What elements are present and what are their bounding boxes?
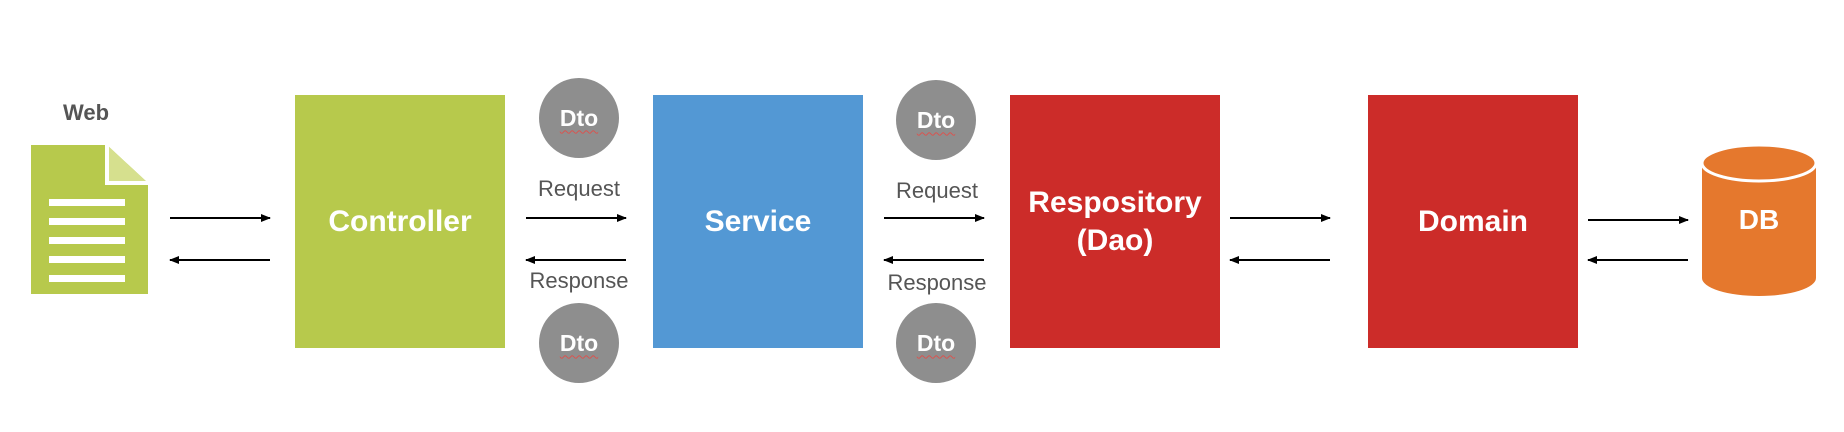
controller-label: Controller: [328, 204, 472, 238]
web-label: Web: [63, 100, 110, 125]
dto-circle-bottom-1: Dto: [539, 303, 619, 383]
dto-label: Dto: [559, 329, 599, 356]
controller-box: Controller: [295, 95, 505, 348]
dto-circle-top-1: Dto: [539, 78, 619, 158]
service-box: Service: [653, 95, 863, 348]
web-document-icon: [31, 145, 148, 294]
dto-label: Dto: [916, 329, 956, 356]
service-label: Service: [704, 204, 812, 238]
domain-label: Domain: [1417, 204, 1528, 238]
repository-box: Respository (Dao): [1010, 95, 1220, 348]
dto-label: Dto: [559, 104, 599, 131]
database-icon: [1700, 143, 1818, 296]
dto-circle-top-2: Dto: [896, 80, 976, 160]
db-label: DB: [1738, 204, 1780, 235]
request-label-1: Request: [538, 176, 620, 201]
domain-box: Domain: [1368, 95, 1578, 348]
response-label-2: Response: [887, 270, 987, 295]
repository-label-line2: (Dao): [1076, 223, 1154, 257]
dto-label: Dto: [916, 106, 956, 133]
request-label-2: Request: [896, 178, 978, 203]
response-label-1: Response: [529, 268, 629, 293]
dto-circle-bottom-2: Dto: [896, 303, 976, 383]
repository-label-line1: Respository: [1028, 186, 1202, 219]
